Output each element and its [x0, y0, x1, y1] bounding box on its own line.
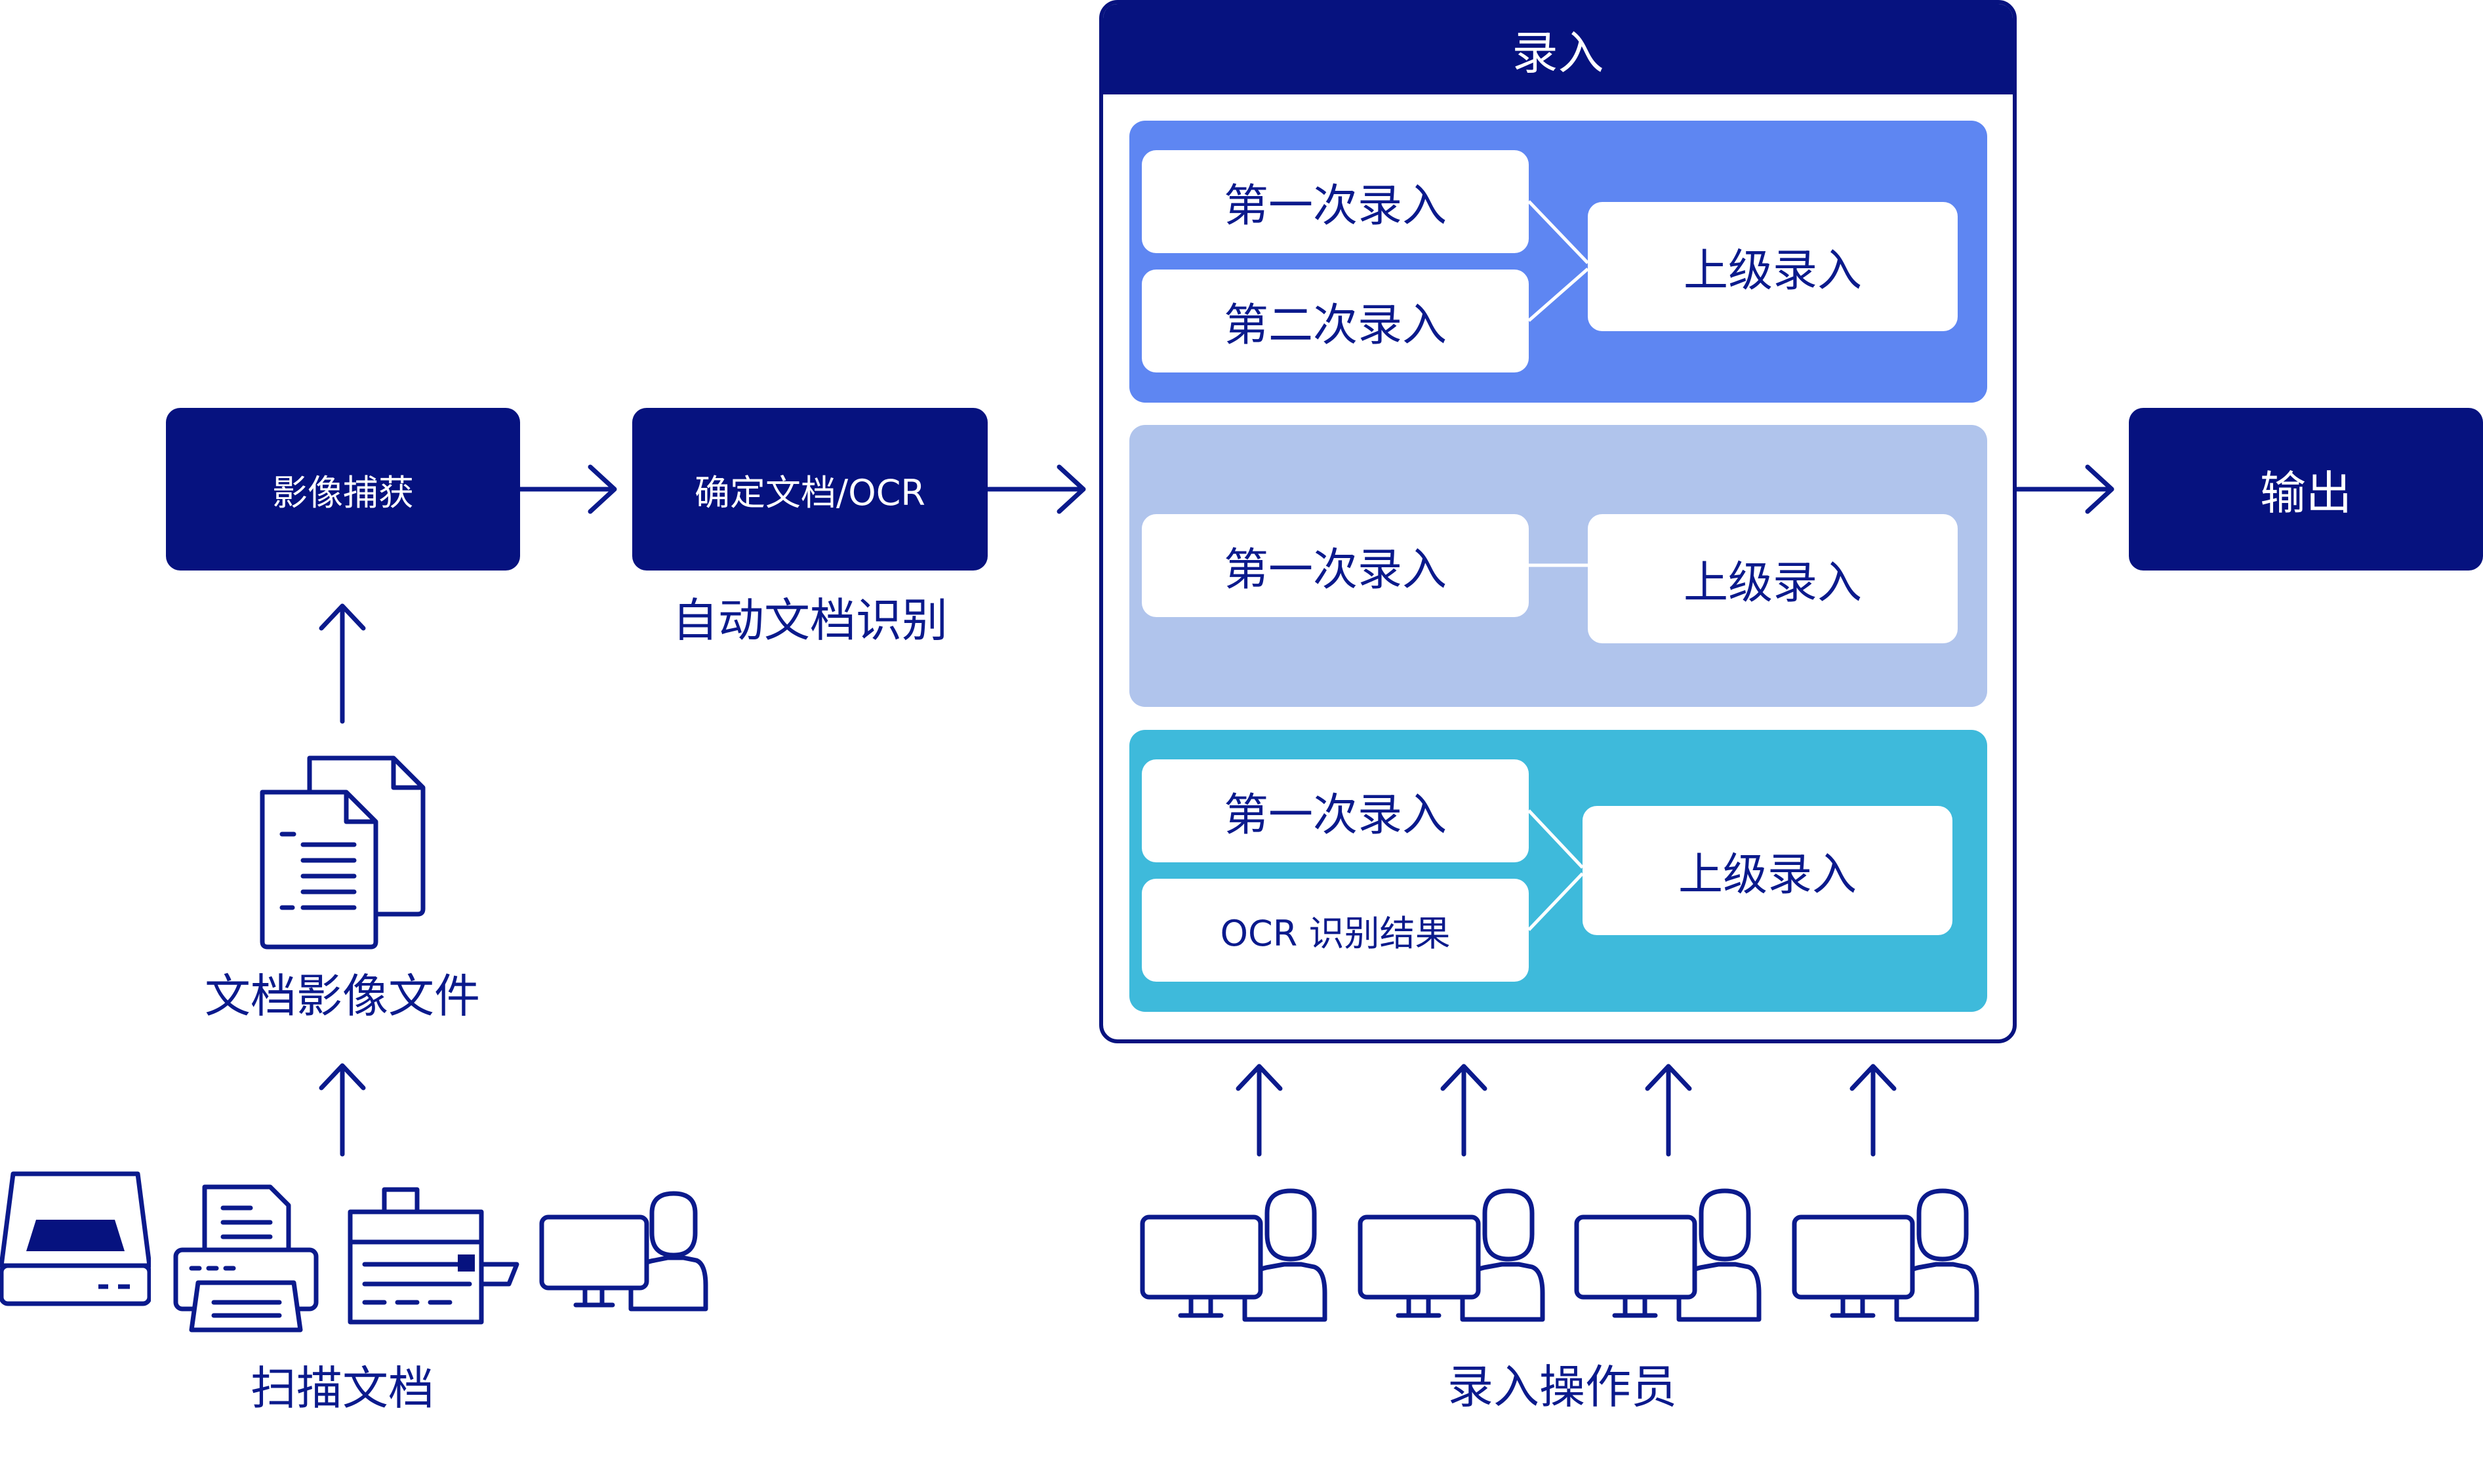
document-stack-icon — [260, 755, 426, 950]
group-2-supervisor-entry: 上级录入 — [1588, 514, 1958, 643]
printer-icon — [173, 1184, 319, 1333]
copier-icon — [348, 1187, 519, 1325]
computer-user-icon — [1574, 1188, 1762, 1322]
scanner-icon — [0, 1171, 151, 1306]
computer-user-icon — [539, 1191, 708, 1312]
output-box: 输出 — [2129, 408, 2483, 571]
arrow-operator-3 — [1645, 1064, 1692, 1157]
computer-user-icon — [1792, 1188, 1979, 1322]
output-box-label: 输出 — [2260, 466, 2352, 520]
group-1-supervisor-entry: 上级录入 — [1588, 202, 1958, 331]
arrow-scan-to-files — [319, 1063, 366, 1157]
group-3-ocr-result: OCR 识别结果 — [1142, 879, 1529, 982]
group-2-first-entry: 第一次录入 — [1142, 514, 1529, 617]
ocr-caption: 自动文档识别 — [672, 593, 948, 647]
arrow-ocr-to-entry — [985, 464, 1086, 514]
capture-box: 影像捕获 — [166, 408, 520, 571]
group-3-supervisor-entry-label: 上级录入 — [1678, 849, 1857, 901]
entry-title-bar: 录入 — [1103, 4, 2013, 94]
arrow-entry-to-output — [2014, 464, 2114, 514]
entry-title: 录入 — [1512, 26, 1604, 80]
capture-box-label: 影像捕获 — [272, 471, 414, 513]
group-1-second-entry: 第二次录入 — [1142, 270, 1529, 372]
computer-user-icon — [1140, 1188, 1327, 1322]
group-1-first-entry: 第一次录入 — [1142, 150, 1529, 253]
group-2-supervisor-entry-label: 上级录入 — [1683, 557, 1862, 609]
group-1-supervisor-entry-label: 上级录入 — [1683, 245, 1862, 297]
arrow-files-to-capture — [319, 603, 366, 724]
ocr-box-label: 确定文档/OCR — [695, 471, 925, 513]
arrow-operator-1 — [1236, 1064, 1283, 1157]
group-3-ocr-result-label: OCR 识别结果 — [1220, 913, 1451, 954]
arrow-operator-4 — [1849, 1064, 1897, 1157]
arrow-capture-to-ocr — [517, 464, 617, 514]
computer-user-icon — [1358, 1188, 1545, 1322]
operators-label: 录入操作员 — [1447, 1359, 1677, 1414]
group-2-first-entry-label: 第一次录入 — [1223, 544, 1447, 596]
ocr-box: 确定文档/OCR — [632, 408, 988, 571]
group-3-first-entry-label: 第一次录入 — [1223, 790, 1447, 841]
group-3-first-entry: 第一次录入 — [1142, 759, 1529, 862]
group-3-supervisor-entry: 上级录入 — [1583, 806, 1952, 935]
group-1-first-entry-label: 第一次录入 — [1223, 180, 1447, 232]
arrow-operator-2 — [1440, 1064, 1487, 1157]
group-1-second-entry-label: 第二次录入 — [1223, 300, 1447, 351]
files-label: 文档影像文件 — [205, 969, 480, 1023]
scan-label: 扫描文档 — [251, 1361, 434, 1415]
